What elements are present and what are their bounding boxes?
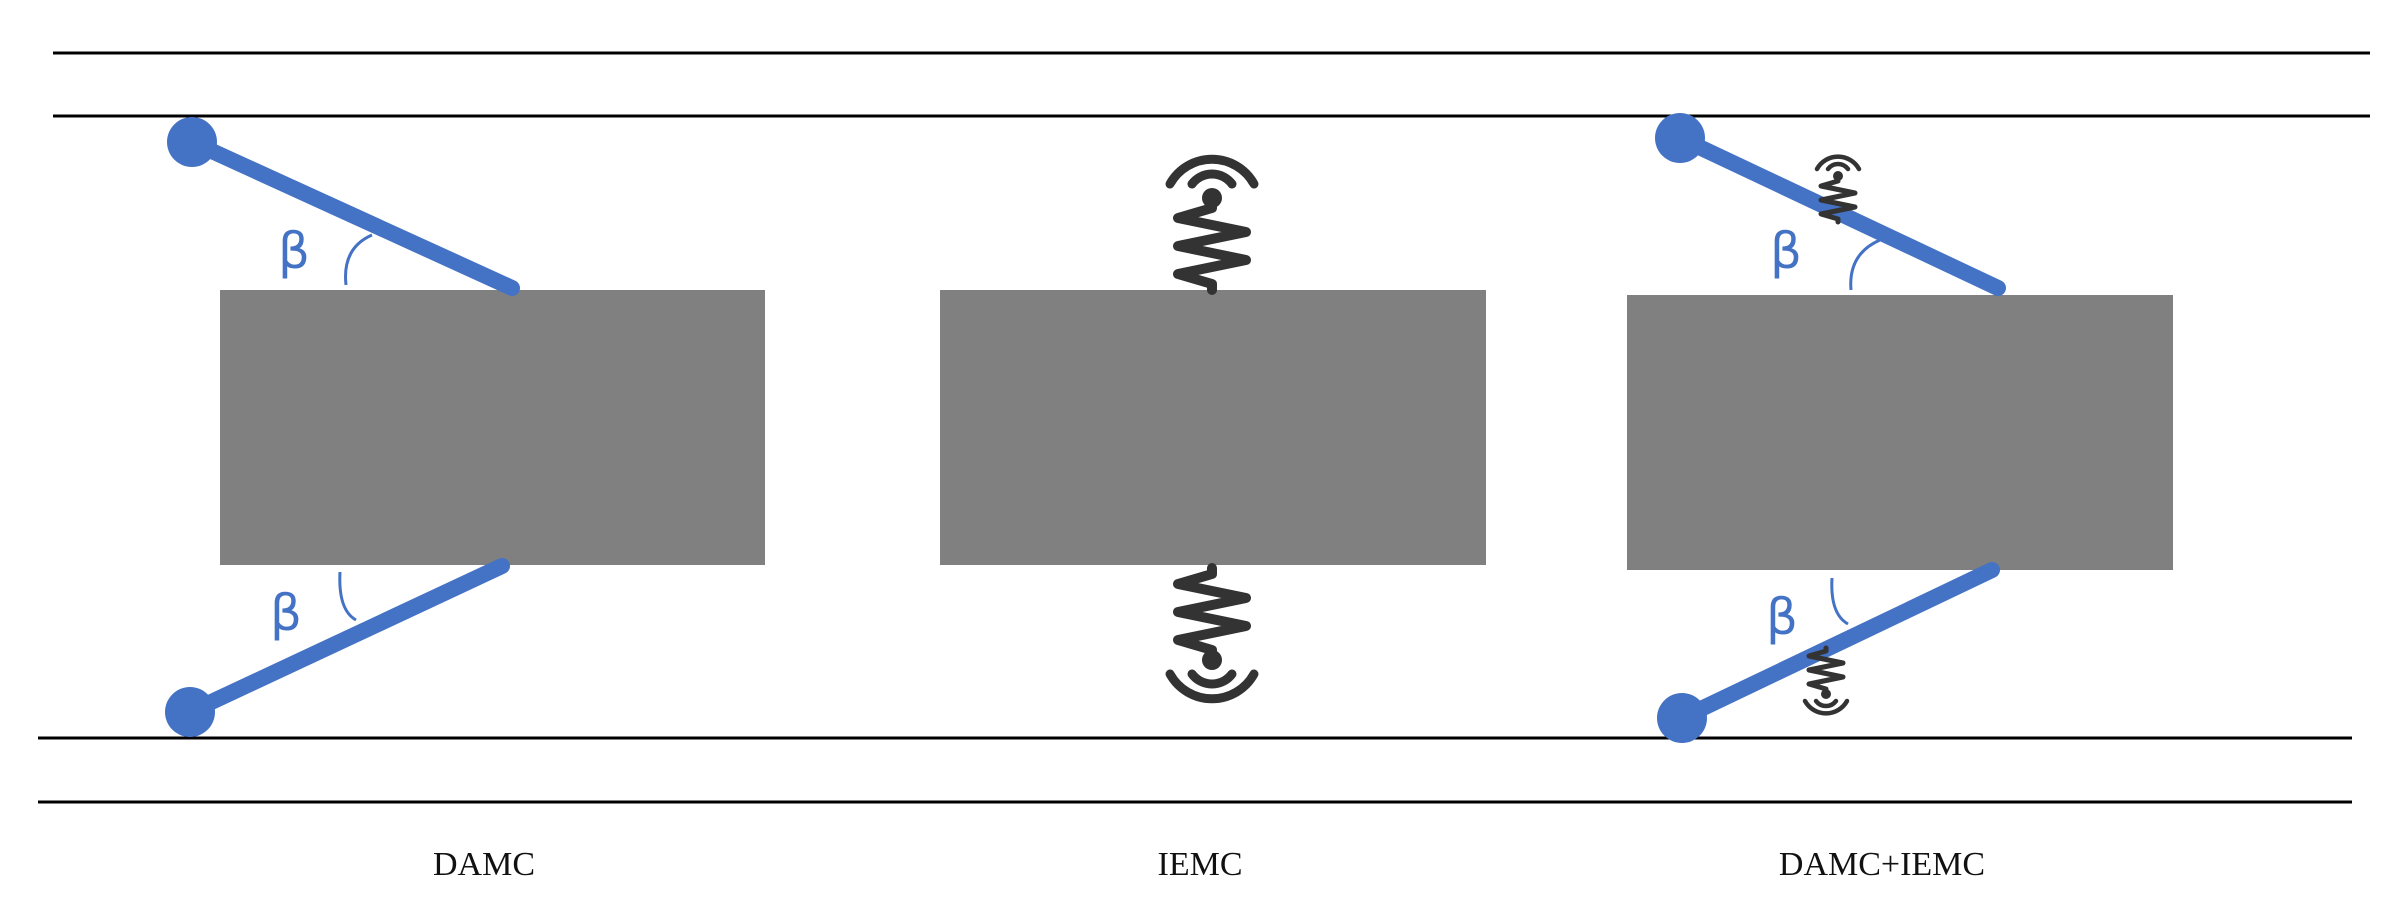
spring-sensor-bottom (1805, 648, 1847, 713)
panel-damc: β β DAMC (165, 117, 765, 883)
panel-iemc: IEMC (940, 159, 1486, 883)
angle-label-top: β (278, 222, 310, 280)
angle-arc-top (1849, 238, 1881, 291)
anchor-head-icon (1655, 113, 1705, 163)
spring-icon (1178, 568, 1246, 660)
caption-iemc: IEMC (1158, 846, 1243, 883)
angle-arc-bottom (338, 571, 357, 622)
inclined-anchor-top (1655, 113, 2006, 296)
spring-sensor-bottom (1170, 568, 1254, 699)
rock-block (220, 290, 765, 565)
rock-block (1627, 295, 2173, 570)
angle-label-top: β (1770, 222, 1802, 280)
inclined-anchor-bottom (165, 558, 510, 737)
inclined-anchor-bottom (1657, 562, 2000, 743)
caption-damc-iemc: DAMC+IEMC (1779, 846, 1985, 883)
anchor-head-icon (1657, 693, 1707, 743)
rock-block (940, 290, 1486, 565)
anchor-head-icon (165, 687, 215, 737)
angle-label-bottom: β (1766, 588, 1798, 646)
inclined-anchor-top (167, 117, 520, 296)
panel-damc-iemc: β β DAMC+IEMC (1627, 113, 2173, 883)
spring-icon (1178, 198, 1246, 290)
caption-damc: DAMC (433, 846, 535, 883)
spring-sensor-top (1170, 159, 1254, 290)
angle-arc-bottom (1830, 577, 1849, 626)
anchor-head-icon (167, 117, 217, 167)
bottom-boundary-lines (38, 736, 2352, 804)
angle-label-bottom: β (270, 584, 302, 642)
top-boundary-lines (53, 51, 2370, 118)
angle-arc-top (344, 233, 373, 286)
